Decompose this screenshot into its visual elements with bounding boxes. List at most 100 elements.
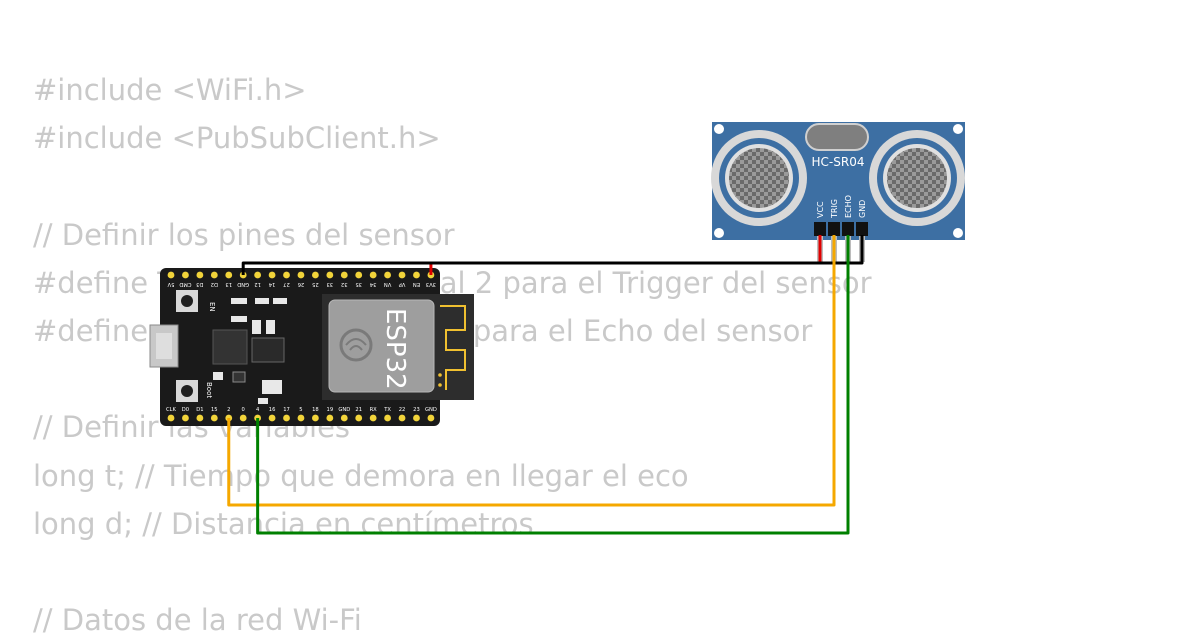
pin-label: 22	[399, 407, 406, 413]
pin-pad[interactable]	[326, 271, 334, 279]
pin-pad[interactable]	[196, 414, 204, 422]
pin-label: 5	[299, 407, 302, 413]
pin-pad[interactable]	[225, 271, 233, 279]
pin-label: GND	[338, 407, 350, 413]
pin-label: CLK	[166, 407, 177, 413]
sensor-pin-housing	[814, 222, 826, 236]
pin-pad[interactable]	[283, 271, 290, 279]
pin-pad[interactable]	[210, 414, 218, 422]
pin-label: D2	[211, 281, 218, 287]
pin-label: 18	[312, 407, 319, 413]
pin-label: GND	[425, 407, 437, 413]
sensor-pin-label: TRIG	[830, 199, 839, 219]
hc-sr04-sensor[interactable]: HC-SR04 VCC TRIG ECHO GND	[711, 122, 965, 262]
sensor-pin-housing	[856, 222, 868, 236]
pin-pad[interactable]	[196, 271, 204, 279]
pin-pad[interactable]	[297, 271, 305, 279]
pin-label: 26	[298, 281, 305, 287]
pin-label: 15	[211, 407, 218, 413]
pin-label: 19	[327, 407, 334, 413]
pin-pad[interactable]	[268, 271, 276, 279]
code-line: long d; // Distancia en centímetros	[33, 506, 534, 541]
pin-pad[interactable]	[283, 414, 290, 422]
pin-label: CMD	[179, 281, 191, 287]
pin-pad[interactable]	[182, 271, 189, 279]
pin-label: VN	[384, 281, 392, 287]
pin-pad[interactable]	[384, 414, 391, 422]
pin-pad[interactable]	[297, 414, 305, 422]
transducer-right	[869, 130, 965, 226]
pin-label: 35	[355, 281, 362, 287]
usb-uart-chip	[212, 329, 248, 365]
pin-pad[interactable]	[182, 414, 189, 422]
pin-label: 3V3	[426, 281, 436, 287]
en-button-label: EN	[208, 302, 216, 312]
sensor-pin-label: GND	[858, 200, 867, 218]
pin-label: D0	[182, 407, 189, 413]
sensor-model-label: HC-SR04	[812, 155, 865, 169]
pin-label: RX	[370, 407, 378, 413]
pin-pad[interactable]	[210, 271, 218, 279]
espressif-logo-icon	[339, 328, 373, 362]
pin-pad[interactable]	[254, 271, 262, 279]
pin-label: TX	[383, 407, 391, 413]
pin-label: 27	[283, 281, 290, 287]
pin-pad[interactable]	[398, 271, 406, 279]
sensor-pin-housing	[842, 222, 854, 236]
pin-label: 4	[256, 407, 260, 413]
pin-label: 12	[254, 281, 261, 287]
pin-label: 23	[413, 407, 420, 413]
pin-label: 13	[225, 281, 232, 287]
pin-pad[interactable]	[369, 271, 377, 279]
pin-label: 25	[312, 281, 319, 287]
pin-pad[interactable]	[384, 271, 391, 279]
pin-label: EN	[413, 281, 420, 287]
pin-pad[interactable]	[398, 414, 406, 422]
pin-pad[interactable]	[355, 414, 363, 422]
pin-pad[interactable]	[369, 414, 377, 422]
code-line: long t; // Tiempo que demora en llegar e…	[33, 458, 689, 493]
wire-trig[interactable]	[227, 235, 836, 507]
pin-pad[interactable]	[413, 414, 420, 422]
pin-label: 5V	[167, 281, 174, 287]
pin-pad[interactable]	[355, 271, 363, 279]
wire-gnd[interactable]	[241, 235, 864, 275]
wire-vcc[interactable]	[429, 235, 822, 275]
wires	[227, 235, 864, 535]
pin-pad[interactable]	[312, 271, 319, 279]
pin-pad[interactable]	[167, 271, 175, 279]
pin-pad[interactable]	[167, 414, 175, 422]
pin-pad[interactable]	[340, 271, 348, 279]
pin-pad[interactable]	[427, 414, 435, 422]
pin-pad[interactable]	[326, 414, 334, 422]
pin-pad[interactable]	[340, 414, 348, 422]
pin-label: 34	[369, 281, 376, 287]
sensor-pin-label: ECHO	[844, 195, 853, 218]
transducer-left	[711, 130, 807, 226]
pin-pad[interactable]	[268, 414, 276, 422]
pin-pad[interactable]	[312, 414, 319, 422]
pin-label: 33	[327, 281, 334, 287]
pin-label: 14	[268, 281, 275, 287]
code-line: #include <PubSubClient.h>	[33, 121, 441, 156]
pin-label: 16	[269, 407, 276, 413]
code-line: // Definir los pines del sensor	[33, 217, 455, 252]
pin-label: 2	[227, 407, 230, 413]
pin-label: VP	[399, 281, 406, 287]
code-line: #include <WiFi.h>	[33, 73, 307, 107]
esp32-chip-label: ESP32	[380, 308, 410, 390]
wire-echo[interactable]	[256, 235, 850, 535]
pin-label: 0	[242, 407, 245, 413]
sensor-pin-label: VCC	[816, 201, 825, 218]
pin-label: D3	[196, 281, 203, 287]
pin-label: D1	[196, 407, 203, 413]
antenna-trace-icon	[440, 305, 466, 390]
pin-pad[interactable]	[239, 414, 247, 422]
pin-pad[interactable]	[413, 271, 420, 279]
pin-label: 21	[355, 407, 362, 413]
crystal-oscillator	[805, 123, 869, 151]
